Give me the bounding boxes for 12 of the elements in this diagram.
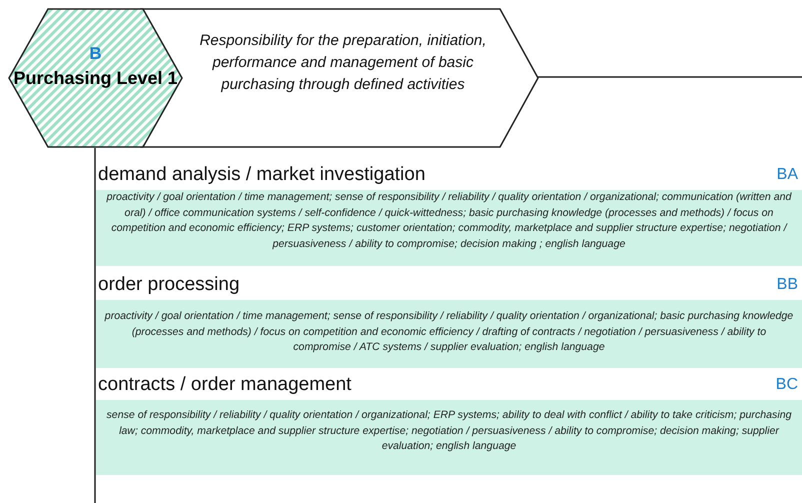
activity-heading: demand analysis / market investigation: [98, 164, 426, 186]
description-text: Responsibility for the preparation, initiation, performance and management of basic purchasing through defined activities: [198, 31, 488, 95]
skills-text: sense of responsibility / reliability / quality orientation / organizational; ERP systems; ability to deal with conflict / ability to take criticism; purchasing law; commodity, marketplace and supplier structure expertise; negotiation / persuasiveness / ability to compromise; decision making; supplier evaluation; english language: [106, 408, 792, 454]
activity-heading: order processing: [98, 274, 240, 296]
level-code: B: [88, 44, 103, 64]
activity-code: BA: [776, 166, 798, 184]
activity-code: BC: [776, 376, 798, 394]
activity-heading: contracts / order management: [98, 374, 352, 396]
skills-text: proactivity / goal orientation / time management; sense of responsibility / reliability / quality orientation / organizational; basic purchasing knowledge (processes and methods) / focus on competition and economic efficiency / drafting of contracts / negotiation / persuasiveness / ability to compromise / ATC systems / supplier evaluation; english language: [104, 309, 794, 355]
activity-code: BB: [776, 276, 798, 294]
level-title: Purchasing Level 1: [12, 67, 179, 90]
skills-text: proactivity / goal orientation / time management; sense of responsibility / reliability / quality orientation / organizational; communication (written and oral) / office communication systems / self-confidence / quick-wittedness; basic purchasing knowledge (processes and methods) / focus on competition and economic efficiency; ERP systems; customer orientation; commodity, marketplace and supplier structure expertise; negotiation / persuasiveness / ability to compromise; decision making ; english language: [106, 190, 793, 252]
